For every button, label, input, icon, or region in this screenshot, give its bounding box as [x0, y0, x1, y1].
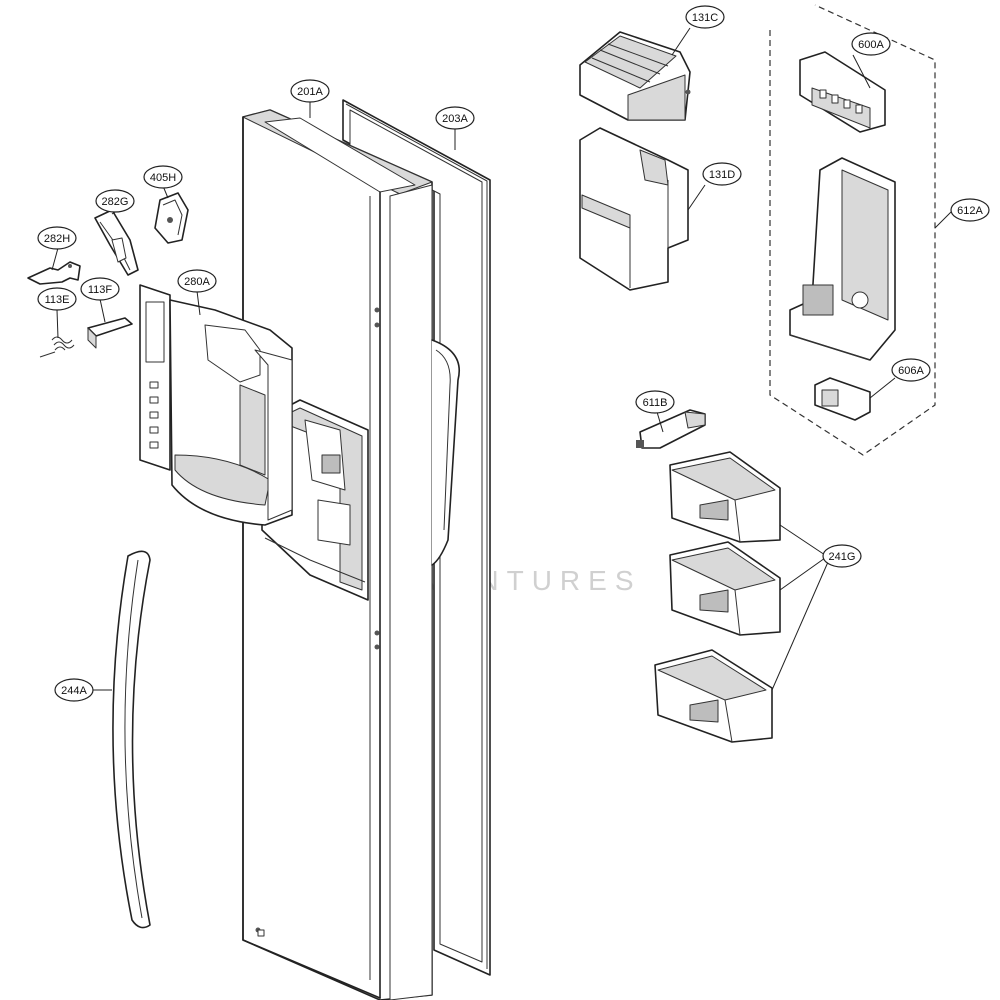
- callout-131C-text: 131C: [692, 12, 718, 24]
- callout-280A-text: 280A: [184, 276, 210, 288]
- callout-282G: 282G: [95, 189, 135, 213]
- callout-405H-text: 405H: [150, 172, 176, 184]
- door-panel: [242, 109, 460, 1000]
- callout-244A: 244A: [54, 678, 94, 702]
- callout-600A-text: 600A: [858, 39, 884, 51]
- callout-282H: 282H: [37, 226, 77, 250]
- callout-113F: 113F: [80, 277, 120, 301]
- leader-lines: [51, 27, 954, 691]
- callout-600A: 600A: [851, 32, 891, 56]
- callout-203A-text: 203A: [442, 113, 468, 125]
- callout-244A-text: 244A: [61, 685, 87, 697]
- part-282G: [94, 209, 139, 276]
- part-405H: [154, 192, 189, 244]
- callout-113E: 113E: [37, 287, 77, 311]
- callout-241G: 241G: [822, 544, 862, 568]
- callout-201A: 201A: [290, 79, 330, 103]
- callout-606A: 606A: [891, 358, 931, 382]
- door-handle: [112, 550, 151, 929]
- callout-612A-text: 612A: [957, 205, 983, 217]
- callout-611B-text: 611B: [643, 397, 668, 409]
- door-bin-3: [654, 649, 773, 743]
- callout-606A-text: 606A: [898, 365, 924, 377]
- callout-203A: 203A: [435, 106, 475, 130]
- part-611B: [636, 409, 706, 449]
- callout-131C: 131C: [685, 5, 725, 29]
- ice-bucket-lid: [579, 31, 691, 121]
- part-113E: [39, 336, 75, 358]
- dispenser-cover: [139, 284, 293, 526]
- part-606A: [814, 377, 871, 421]
- door-bin-1: [669, 451, 781, 543]
- callout-282H-text: 282H: [44, 233, 70, 245]
- callout-241G-text: 241G: [829, 551, 856, 563]
- callout-201A-text: 201A: [297, 86, 323, 98]
- callout-131D: 131D: [702, 162, 742, 186]
- callout-131D-text: 131D: [709, 169, 735, 181]
- icemaker-600A: [799, 51, 886, 133]
- callout-113E-text: 113E: [45, 294, 70, 306]
- callout-280A: 280A: [177, 269, 217, 293]
- callout-611B: 611B: [635, 390, 675, 414]
- icemaker-frame: [789, 157, 896, 361]
- callout-405H: 405H: [143, 165, 183, 189]
- part-282H: [27, 261, 81, 285]
- door-bin-2: [669, 541, 781, 636]
- ice-bucket-container: [579, 127, 689, 291]
- callout-612A: 612A: [950, 198, 990, 222]
- part-113F: [87, 317, 133, 349]
- icemaker-assembly-group: [769, 4, 936, 456]
- callout-282G-text: 282G: [102, 196, 129, 208]
- callout-113F-text: 113F: [88, 284, 113, 296]
